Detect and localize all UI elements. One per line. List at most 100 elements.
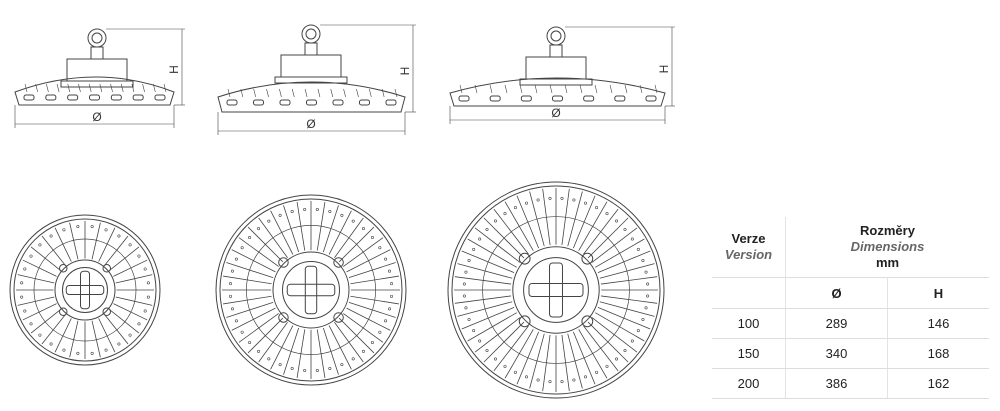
vent-hole [20, 281, 24, 285]
vent-hole [29, 322, 33, 326]
fin-line [534, 84, 538, 94]
vent-hole [524, 375, 528, 379]
vent-hole [29, 254, 33, 258]
radial-fin [572, 331, 596, 385]
vent-hole [23, 309, 27, 313]
cell-height: 162 [887, 368, 989, 399]
radial-fin [348, 262, 396, 279]
hub-cross-h [65, 285, 105, 295]
mount-bolt [59, 264, 68, 273]
vent-hole [230, 307, 234, 311]
vent-hole [328, 209, 332, 213]
vent-hole [560, 196, 564, 200]
cell-height: 146 [887, 308, 989, 339]
vent-hole [464, 306, 468, 310]
vent-hole [90, 225, 94, 229]
mount-bolt [278, 257, 289, 268]
radial-fin [322, 205, 339, 253]
vent-slot [552, 95, 563, 102]
fin-line [78, 83, 81, 93]
fin-line [88, 83, 92, 93]
vent-hole [257, 227, 261, 231]
fin-line [142, 83, 145, 93]
mount-bolt [59, 307, 68, 316]
inner-rim [219, 198, 403, 382]
vent-slot [458, 95, 470, 102]
plan-view [215, 194, 407, 386]
fin-line [253, 88, 256, 98]
radial-fin [334, 217, 364, 258]
vent-hole [361, 227, 365, 231]
version-label: Verze [731, 231, 766, 246]
fin-line [343, 88, 346, 98]
vent-hole [595, 370, 599, 374]
radial-fin [483, 321, 525, 363]
radial-fin [600, 276, 658, 285]
vent-hole [472, 247, 476, 251]
vent-hole [378, 246, 382, 250]
vent-hole [137, 254, 141, 258]
radial-fin [17, 296, 55, 306]
radial-fin [599, 263, 655, 279]
diameter-label: Ø [551, 106, 560, 120]
vent-hole [240, 330, 244, 334]
driver-housing [525, 56, 587, 80]
vent-hole [388, 269, 392, 273]
radial-fin [247, 226, 284, 263]
side-view: ØH [449, 26, 675, 124]
cell-height: 168 [887, 338, 989, 369]
fin-line [489, 84, 493, 94]
vent-hole [462, 282, 466, 286]
radial-fin [474, 227, 521, 263]
radial-fin [338, 317, 375, 354]
vent-slot [359, 99, 370, 106]
vent-hole [644, 306, 648, 310]
vent-hole [146, 295, 150, 299]
vent-hole [390, 294, 394, 298]
vent-hole [478, 339, 482, 343]
fin-line [24, 83, 28, 93]
fin-line [639, 84, 643, 94]
vent-slot [132, 94, 144, 101]
radial-fin [587, 217, 629, 259]
radial-fin [516, 331, 540, 385]
mount-bolt [278, 312, 289, 323]
mount-bolt [333, 312, 344, 323]
vent-hole [361, 349, 365, 353]
vent-hole [462, 294, 466, 298]
radial-fin [270, 210, 294, 255]
radial-fin [567, 333, 583, 389]
radial-fin [54, 227, 72, 262]
vent-hole [605, 212, 609, 216]
vent-hole [572, 198, 576, 202]
radial-fin [109, 246, 140, 271]
vent-hole [257, 349, 261, 353]
vent-hole [641, 258, 645, 262]
eyebolt-ring [546, 26, 566, 46]
cell-version: 200 [712, 368, 786, 399]
radial-fin [30, 309, 61, 334]
radial-fin [595, 312, 645, 342]
vent-hole [49, 234, 53, 238]
radial-fin [346, 249, 391, 273]
radial-fin [238, 237, 279, 267]
mount-bolt [102, 307, 111, 316]
vent-slot [645, 95, 657, 102]
radial-fin [516, 195, 540, 249]
vent-hole [230, 269, 234, 273]
driver-housing [280, 54, 342, 78]
radial-fin [41, 314, 66, 345]
height-label: H [657, 65, 671, 74]
radial-fin [350, 295, 399, 305]
version-header: Verze Version [712, 217, 786, 278]
eyebolt-ring [301, 24, 321, 44]
radial-fin [104, 235, 129, 266]
radial-fin [54, 318, 72, 353]
radial-fin [542, 334, 551, 392]
radial-fin [343, 313, 384, 343]
vent-hole [340, 363, 344, 367]
radial-fin [30, 246, 61, 271]
vent-hole [278, 363, 282, 367]
cell-diameter: 340 [785, 338, 888, 369]
